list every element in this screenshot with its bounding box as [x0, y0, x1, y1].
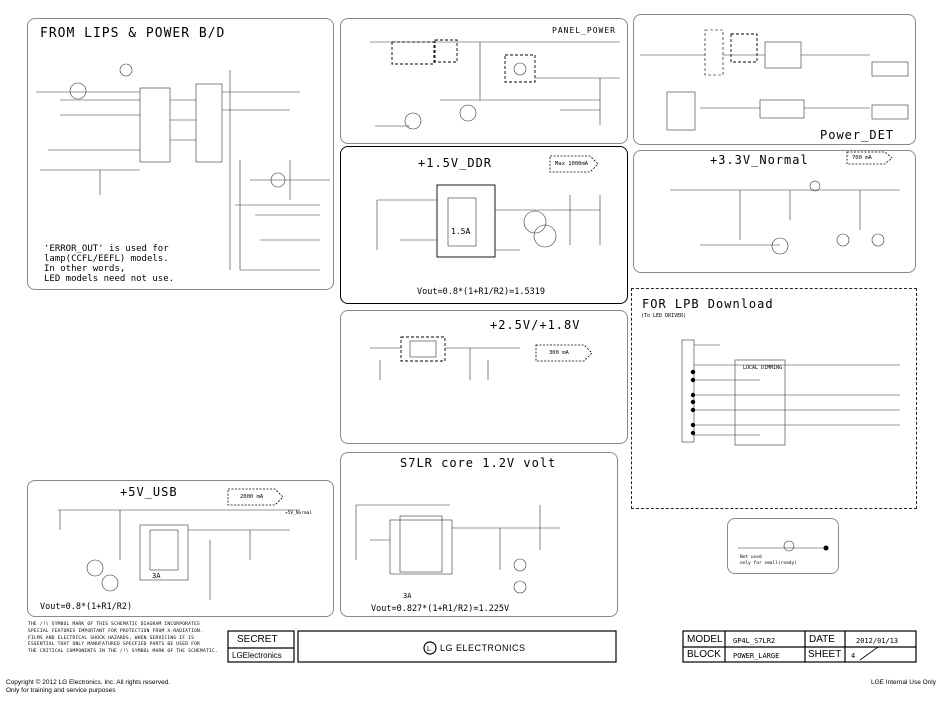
internal-use-text: LGE Internal Use Only	[870, 679, 936, 686]
error-out-note: 'ERROR_OUT' is used for lamp(CCFL/EEFL) …	[44, 244, 175, 284]
usb-title: +5V_USB	[120, 485, 178, 499]
local-dimming-label: LOCAL DIMMING	[743, 365, 783, 371]
sheet-value: 4	[851, 652, 856, 660]
not-used-note: Not used only for small(ready)	[740, 555, 797, 566]
lpb-panel	[631, 288, 917, 509]
ddr-max-current: Max 1000mA	[555, 161, 589, 167]
svg-text:L: L	[427, 646, 431, 653]
ddr-panel	[340, 146, 628, 304]
usb-formula: Vout=0.8*(1+R1/R2)	[40, 602, 133, 612]
lips-power-panel	[27, 18, 334, 290]
footer-left: Copyright © 2012 LG Electronics. Inc. Al…	[6, 679, 170, 695]
notused-panel	[727, 518, 839, 574]
core-panel	[340, 452, 618, 617]
secret-label: SECRET	[237, 634, 278, 645]
core-ic-current: 3A	[403, 592, 412, 600]
normal33-title: +3.3V_Normal	[710, 153, 809, 167]
lpb-subtitle: (To LED DRIVER)	[641, 313, 687, 319]
panel-power-panel	[340, 18, 628, 144]
core-title: S7LR core 1.2V volt	[400, 456, 557, 470]
usb-panel	[27, 480, 334, 617]
normal33-panel	[633, 150, 916, 273]
v25-18-title: +2.5V/+1.8V	[490, 318, 581, 332]
date-value: 2012/01/13	[856, 637, 899, 645]
lips-power-title: FROM LIPS & POWER B/D	[40, 26, 226, 41]
training-text: Only for training and service purposes	[6, 687, 116, 694]
usb-ic-current: 3A	[152, 572, 161, 580]
v25-18-panel	[340, 310, 628, 444]
lg-logo-text: LG ELECTRONICS	[440, 643, 526, 653]
block-value: POWER_LARGE	[733, 652, 780, 660]
v25-18-max-current: 300 mA	[549, 350, 569, 356]
company-small-label: LGElectronics	[232, 651, 282, 660]
date-label: DATE	[809, 634, 835, 645]
usb-rail-label: +5V_Normal	[285, 511, 313, 516]
safety-notice: THE /!\ SYMBOL MARK OF THIS SCHEMATIC DI…	[28, 622, 218, 655]
normal33-max-current: 700 mA	[852, 155, 872, 161]
panel-power-title: PANEL_POWER	[552, 26, 616, 35]
model-label: MODEL	[687, 634, 723, 645]
ddr-ic-current: 1.5A	[451, 227, 471, 236]
model-value: GP4L_S7LR2	[733, 637, 776, 645]
ddr-formula: Vout=0.8*(1+R1/R2)=1.5319	[417, 287, 545, 297]
ddr-title: +1.5V_DDR	[418, 156, 493, 170]
lpb-title: FOR LPB Download	[642, 297, 774, 311]
block-label: BLOCK	[687, 649, 721, 660]
core-formula: Vout=0.827*(1+R1/R2)=1.225V	[371, 604, 510, 614]
lips-connector	[139, 87, 171, 163]
sheet-label: SHEET	[808, 649, 842, 660]
copyright-text: Copyright © 2012 LG Electronics. Inc. Al…	[6, 679, 171, 686]
power-det-panel	[633, 14, 916, 145]
power-det-title: Power_DET	[820, 128, 895, 142]
lips-ic	[195, 83, 223, 163]
usb-max-current: 2000 mA	[240, 494, 264, 500]
